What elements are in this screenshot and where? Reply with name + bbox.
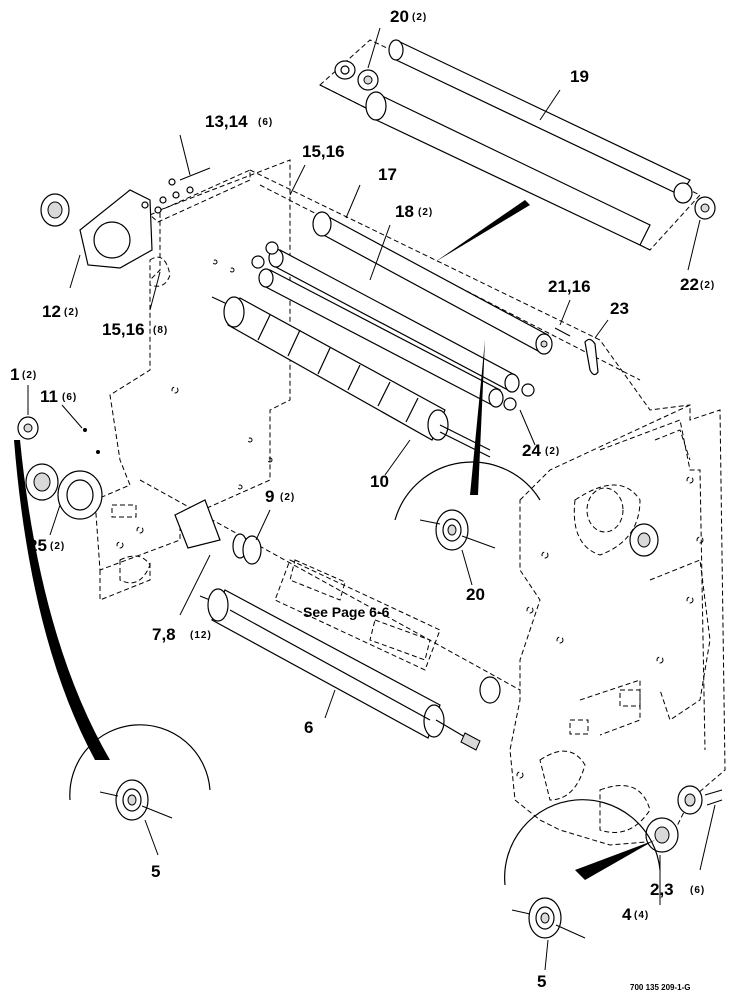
roller-6 [199,588,481,751]
bushing-24-b [503,397,517,411]
callout-12: 12 [42,302,61,321]
flange-bearing-2-3 [677,785,723,815]
callout-15-16-left: 15,16 [102,320,145,339]
top-tie-plate [249,169,691,411]
callout-12-qty: (2) [64,307,79,318]
callout-13-14-qty: (6) [258,117,273,128]
callout-17: 17 [378,165,397,184]
bolts-13-14 [141,167,211,214]
callout-7-8-qty: (12) [190,630,212,641]
callout-4-qty: (4) [634,910,649,921]
roller-19-assembly [319,39,716,262]
callout-18: 18 [395,202,414,221]
callout-21-16: 21,16 [548,277,591,296]
callout-9: 9 [265,487,274,506]
callout-9-qty: (2) [280,492,295,503]
callouts: 20 (2) 19 13,14 (6) 15,16 17 18 (2) 22 (… [10,7,715,992]
right-frame-panel [509,404,726,846]
detail-bearing-5-left [14,440,211,821]
bushing-left-upper [251,255,265,269]
roller-10 [211,296,491,458]
flange-bearing-25 [25,463,103,520]
callout-23: 23 [610,299,629,318]
callout-24-qty: (2) [545,446,560,457]
callout-11: 11 [40,387,58,406]
leader-lines [27,27,716,971]
callout-1-qty: (2) [22,370,37,381]
bushing-24-a [521,383,535,397]
callout-11-qty: (6) [62,392,77,403]
callout-25-qty: (2) [50,541,65,552]
bearing-plate-12 [40,189,171,287]
callout-2-3: 2,3 [650,880,674,899]
callout-24: 24 [522,441,541,460]
spring-23 [554,327,599,376]
detail-bearing-20 [394,340,541,551]
callout-10: 10 [370,472,389,491]
flange-bearing-4 [645,817,679,853]
flange-bearing-right-upper [629,523,659,557]
callout-4: 4 [622,905,632,924]
drive-shaft-7-8 [139,479,521,704]
left-frame-panel [94,159,291,601]
roller-18-lower [258,268,504,408]
callout-20-top-qty: (2) [412,12,427,23]
figure-number: 700 135 209-1-G [630,983,691,992]
callout-7-8: 7,8 [152,625,176,644]
callout-13-14: 13,14 [205,112,248,131]
callout-22-qty: (2) [700,280,715,291]
callout-22: 22 [680,275,699,294]
callout-20-top: 20 [390,7,409,26]
bearing-22-left [673,182,693,204]
bushing-left-lower [265,241,279,255]
callout-5-left: 5 [151,862,160,881]
callout-1: 1 [10,365,19,384]
callout-15-16-top: 15,16 [302,142,345,161]
callout-25: 25 [28,536,47,555]
callout-19: 19 [570,67,589,86]
callout-2-3-qty: (6) [690,885,705,896]
bearing-9 [242,535,262,565]
detail-bearing-5-right [504,799,661,939]
callout-20-detail: 20 [466,585,485,604]
bearing-1 [17,416,39,440]
see-page-note: See Page 6-6 [303,604,390,620]
callout-6: 6 [304,718,313,737]
callout-18-qty: (2) [418,207,433,218]
callout-5-right: 5 [537,972,546,991]
callout-15-16-left-qty: (8) [153,325,168,336]
roller-17 [312,211,553,355]
